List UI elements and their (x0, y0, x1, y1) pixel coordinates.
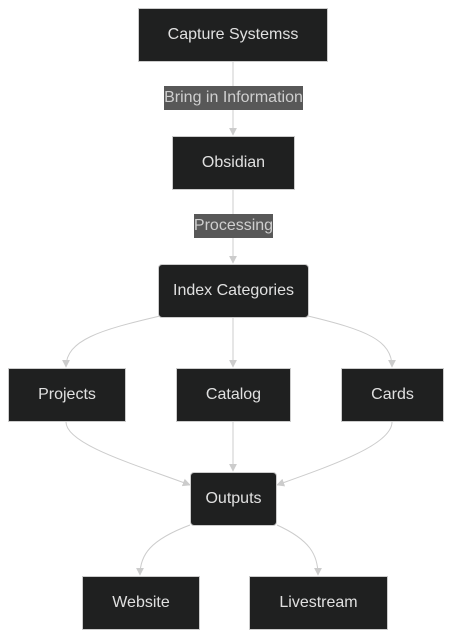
node-livestream[interactable]: Livestream (249, 576, 388, 630)
node-index-categories[interactable]: Index Categories (158, 264, 309, 318)
node-catalog[interactable]: Catalog (176, 368, 291, 422)
edge-outputs-to-website (136, 524, 191, 576)
edge-label-bring-in-information: Bring in Information (164, 86, 303, 110)
edge-index-to-cards (307, 315, 396, 368)
node-obsidian[interactable]: Obsidian (172, 136, 295, 190)
edge-cards-to-outputs (276, 421, 393, 487)
node-projects[interactable]: Projects (8, 368, 126, 422)
edge-projects-to-outputs (65, 421, 191, 487)
edge-index-to-projects (62, 315, 161, 368)
node-outputs[interactable]: Outputs (190, 472, 277, 526)
edge-label-processing: Processing (194, 214, 273, 238)
node-website[interactable]: Website (82, 576, 200, 630)
node-cards[interactable]: Cards (341, 368, 444, 422)
node-capture-systemss[interactable]: Capture Systemss (138, 8, 328, 62)
edge-outputs-to-livestream (276, 524, 322, 576)
